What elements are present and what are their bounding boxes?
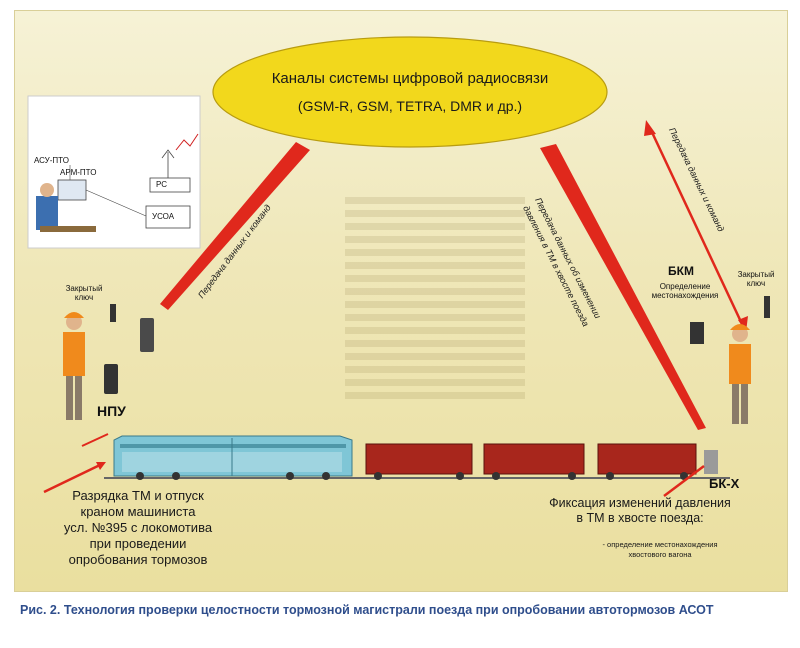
right-description: Фиксация изменений давления в ТМ в хвост… [520, 496, 760, 526]
left-description-line: краном машиниста [80, 504, 196, 519]
rs-label: РС [156, 180, 168, 189]
background-text-pattern [345, 191, 525, 405]
radio-icon [140, 318, 154, 352]
right-block-pointer [663, 465, 705, 497]
left-block-pointer [43, 462, 103, 494]
monitor-icon [57, 179, 87, 201]
figure-caption: Рис. 2. Технология проверки целостности … [20, 603, 714, 617]
handheld-icon [104, 364, 118, 394]
bkm-device-icon [690, 322, 704, 344]
left-description: Разрядка ТМ и отпуск краном машиниста ус… [28, 488, 248, 568]
npu-label: НПУ [97, 403, 126, 419]
radio-channels-ellipse [212, 36, 608, 148]
right-description-subline: хвостового вагона [628, 550, 692, 559]
operator-icon [36, 196, 58, 230]
locomotive [113, 435, 353, 480]
antenna-icon [161, 149, 175, 159]
right-arrow [648, 127, 744, 325]
right-description-line: в ТМ в хвосте поезда: [576, 511, 704, 525]
bkm-sublabel: Определение местонахождения [651, 282, 719, 300]
ellipse-title: Каналы системы цифровой радиосвязи [271, 70, 549, 87]
key-icon [110, 304, 116, 322]
arm-label: АРМ-ПТО [60, 168, 97, 177]
asu-label: АСУ-ПТО [34, 156, 69, 165]
middle-arrow [540, 144, 706, 430]
left-key-label: Закрытый ключ [65, 284, 103, 302]
ellipse-subtitle: (GSM-R, GSM, TETRA, DMR и др.) [297, 98, 523, 114]
right-description-subline: - определение местонахождения [602, 540, 718, 549]
wagon [483, 443, 585, 480]
bkx-device-icon [704, 450, 718, 474]
vest-icon [729, 344, 751, 384]
right-description-sub: - определение местонахождения хвостового… [560, 540, 760, 560]
left-worker [63, 312, 85, 420]
left-description-line: усл. №395 с локомотива [63, 520, 213, 535]
right-worker [729, 324, 751, 424]
right-description-line: Фиксация изменений давления [549, 496, 731, 510]
bkx-label: БК-Х [709, 476, 740, 491]
usoa-label: УСОА [152, 212, 175, 221]
left-description-line: при проведении [89, 536, 187, 551]
npu-pointer [81, 433, 109, 447]
signal-icon [175, 133, 199, 151]
bkm-label: БКМ [668, 264, 694, 278]
wagon [365, 443, 473, 480]
key-icon [764, 296, 770, 318]
left-description-line: опробования тормозов [68, 552, 208, 567]
left-arrow [160, 142, 310, 310]
vest-icon [63, 332, 85, 376]
workstation-panel [27, 95, 201, 249]
left-description-line: Разрядка ТМ и отпуск [72, 488, 204, 503]
right-key-label: Закрытый ключ [737, 270, 775, 288]
wagon [597, 443, 697, 480]
